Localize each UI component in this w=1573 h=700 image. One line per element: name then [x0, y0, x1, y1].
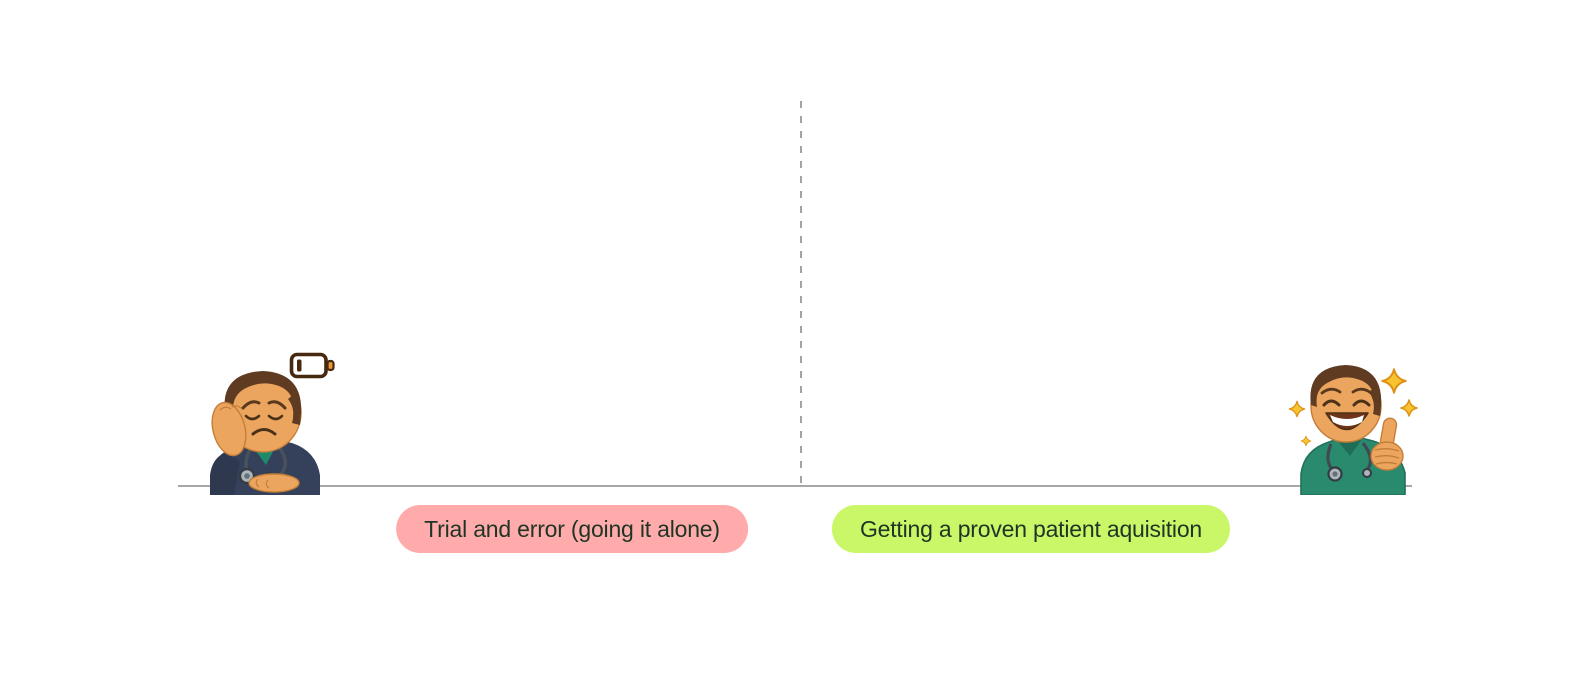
label-proven-patient-acquisition: Getting a proven patient aquisition — [831, 505, 1231, 553]
thumbs-up-hand — [1370, 417, 1404, 471]
low-battery-icon — [289, 350, 335, 381]
stethoscope-icon — [1326, 442, 1373, 482]
happy-face — [1310, 365, 1382, 443]
happy-doctor-thumbs-up-emoji — [1283, 360, 1423, 495]
timeline-baseline — [178, 485, 1412, 487]
dashed-divider-line — [800, 101, 802, 486]
exhausted-doctor-emoji — [200, 363, 332, 495]
sad-face — [224, 371, 302, 453]
resting-arm — [248, 473, 300, 493]
label-trial-and-error: Trial and error (going it alone) — [396, 505, 748, 553]
hand-on-cheek — [211, 401, 247, 457]
